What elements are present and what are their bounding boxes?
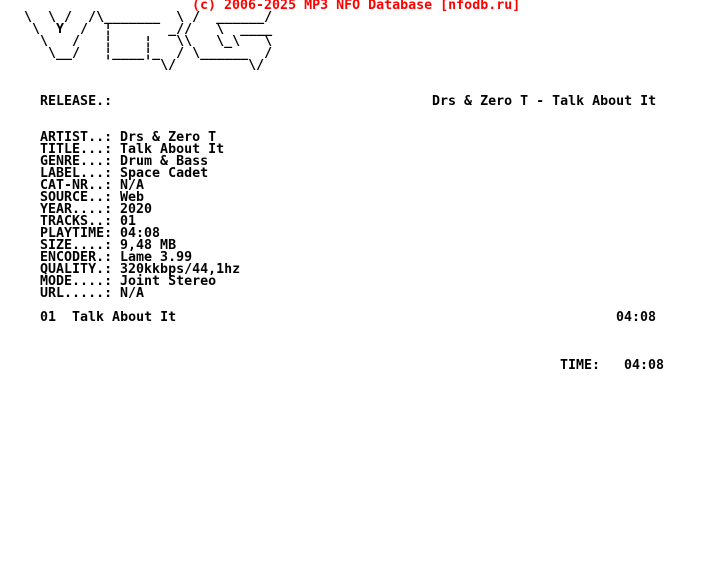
field-value-playtime: 04:08 [120, 226, 161, 241]
field-label-encoder: ENCODER.: [40, 250, 113, 265]
track-duration: 04:08 [616, 310, 657, 325]
field-label-playtime: PLAYTIME: [40, 226, 113, 241]
ascii-art-logo-line: \__/ ¦____¦_ / \______ / [0, 46, 273, 61]
field-row-mode: MODE....: Joint Stereo [0, 264, 712, 288]
field-row-size: SIZE....: 9,48 MB [0, 228, 712, 252]
blank-line [0, 108, 712, 120]
field-label-source: SOURCE..: [40, 190, 113, 205]
field-value-tracks: 01 [120, 214, 137, 229]
field-label-genre: GENRE...: [40, 154, 113, 169]
release-row: RELEASE.: Drs & Zero T - Talk About It [0, 84, 712, 108]
ascii-art-logo-line: \ Y / ¦ _// \ ____ [0, 22, 273, 37]
track-row: 01 Talk About It 04:08 [0, 300, 712, 324]
site-copyright-header: (c) 2006-2025 MP3 NFO Database [nfodb.ru… [192, 0, 521, 13]
field-label-label: LABEL...: [40, 166, 113, 181]
field-row-title: TITLE...: Talk About It [0, 132, 712, 156]
release-value: Drs & Zero T - Talk About It [432, 94, 657, 109]
field-row-year: YEAR....: 2020 [0, 192, 712, 216]
field-value-size: 9,48 MB [120, 238, 177, 253]
field-label-mode: MODE....: [40, 274, 113, 289]
field-row-genre: GENRE...: Drum & Bass [0, 144, 712, 168]
field-row-encoder: ENCODER.: Lame 3.99 [0, 240, 712, 264]
field-label-catnr: CAT-NR..: [40, 178, 113, 193]
field-value-catnr: N/A [120, 178, 145, 193]
field-label-tracks: TRACKS..: [40, 214, 113, 229]
field-value-source: Web [120, 190, 145, 205]
field-value-encoder: Lame 3.99 [120, 250, 193, 265]
field-row-tracks: TRACKS..: 01 [0, 204, 712, 228]
field-label-title: TITLE...: [40, 142, 113, 157]
ascii-art-logo-line: \/ \/ [0, 58, 265, 73]
total-time-row: TIME: 04:08 [0, 348, 712, 372]
field-row-url: URL.....: N/A [0, 276, 712, 300]
field-label-quality: QUALITY.: [40, 262, 113, 277]
field-value-label: Space Cadet [120, 166, 209, 181]
field-value-year: 2020 [120, 202, 153, 217]
field-value-artist: Drs & Zero T [120, 130, 217, 145]
field-label-size: SIZE....: [40, 238, 113, 253]
field-label-url: URL.....: [40, 286, 113, 301]
release-label: RELEASE.: [40, 94, 113, 109]
blank-line [0, 72, 712, 84]
field-value-genre: Drum & Bass [120, 154, 209, 169]
field-value-url: N/A [120, 286, 145, 301]
ascii-art-logo-line: \ / ¦ ¦ \\ \_\ \ [0, 34, 273, 49]
track-number: 01 [40, 310, 57, 325]
field-label-artist: ARTIST..: [40, 130, 113, 145]
ascii-art-logo-line: \ \ / /\_______ \ / ______/ [0, 10, 273, 25]
field-value-mode: Joint Stereo [120, 274, 217, 289]
field-row-playtime: PLAYTIME: 04:08 [0, 216, 712, 240]
field-row-catnr: CAT-NR..: N/A [0, 168, 712, 192]
total-time-label: TIME: [560, 358, 601, 373]
blank-line [0, 336, 712, 348]
field-row-artist: ARTIST..: Drs & Zero T [0, 120, 712, 144]
field-label-year: YEAR....: [40, 202, 113, 217]
field-row-source: SOURCE..: Web [0, 180, 712, 204]
track-title: Talk About It [72, 310, 177, 325]
field-value-quality: 320kkbps/44,1hz [120, 262, 241, 277]
total-time-value: 04:08 [624, 358, 665, 373]
field-row-label: LABEL...: Space Cadet [0, 156, 712, 180]
field-value-title: Talk About It [120, 142, 225, 157]
field-row-quality: QUALITY.: 320kkbps/44,1hz [0, 252, 712, 276]
blank-line [0, 324, 712, 336]
